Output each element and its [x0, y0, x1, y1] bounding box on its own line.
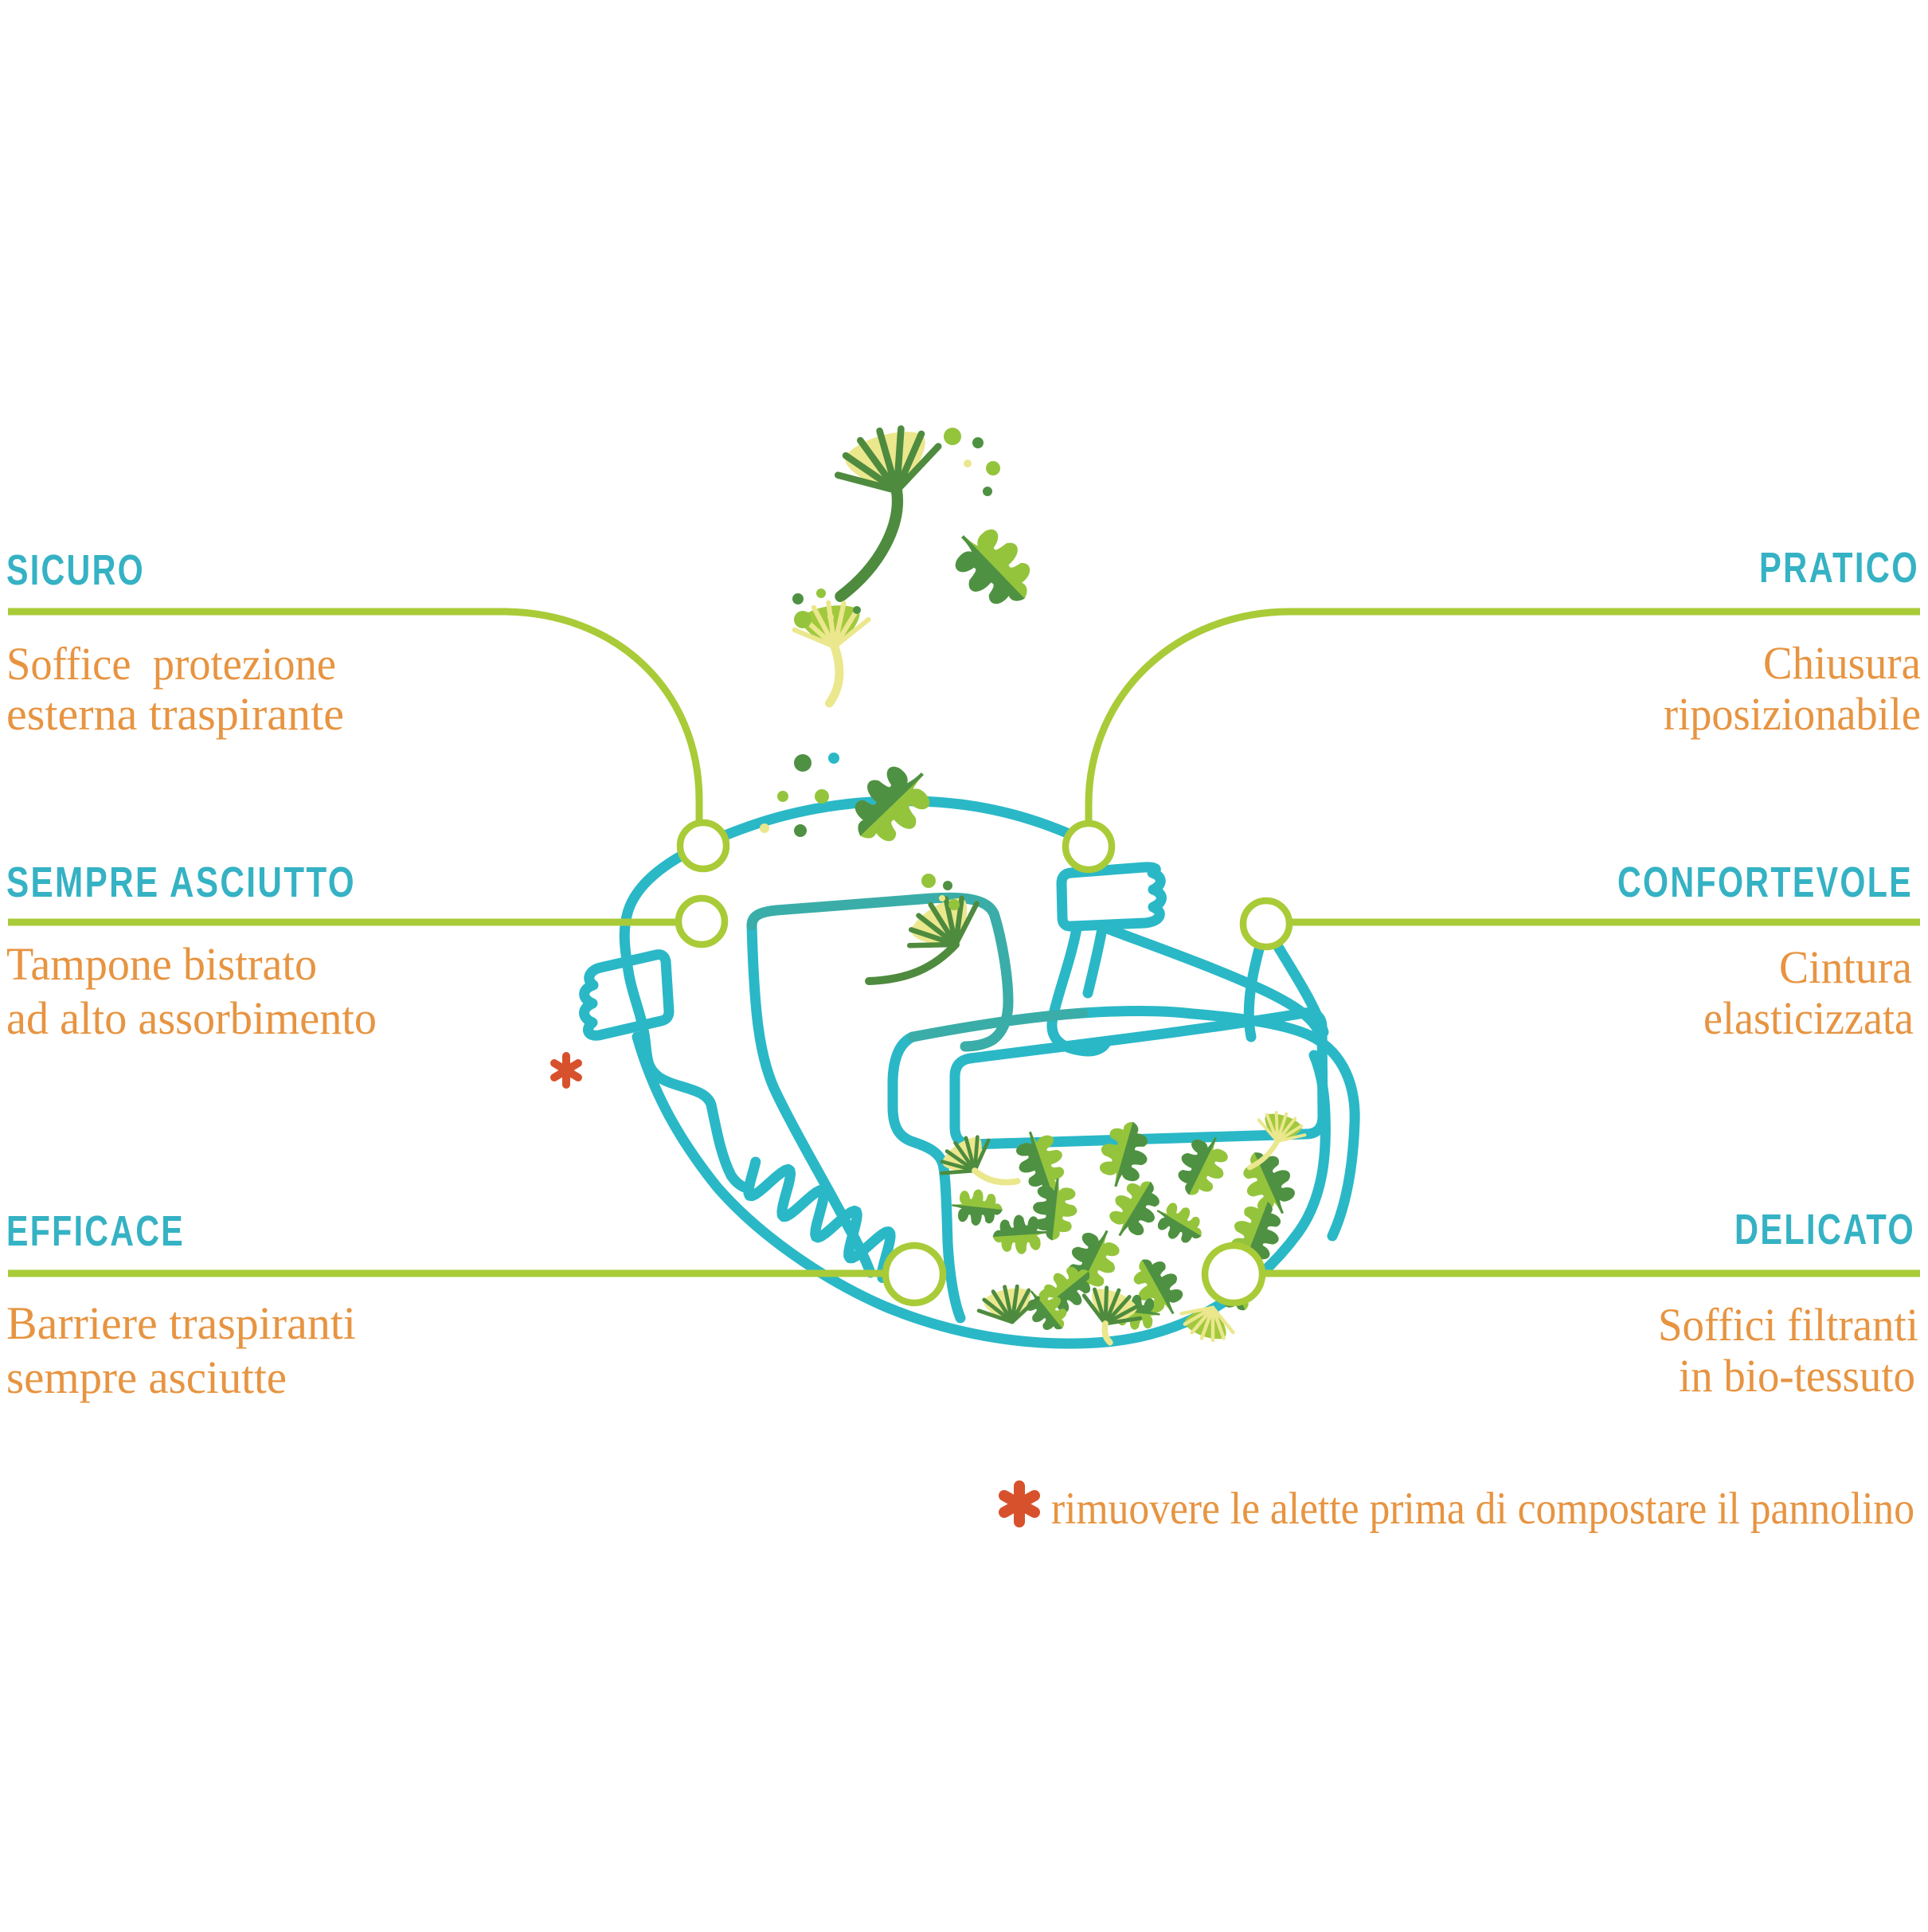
svg-text:DELICATO: DELICATO	[1734, 1206, 1915, 1253]
svg-text:Tampone bistrato: Tampone bistrato	[6, 938, 317, 990]
svg-text:SEMPRE ASCIUTTO: SEMPRE ASCIUTTO	[6, 858, 356, 906]
svg-text:SICURO: SICURO	[6, 546, 145, 594]
svg-text:CONFORTEVOLE: CONFORTEVOLE	[1617, 858, 1913, 906]
svg-text:in bio-tessuto: in bio-tessuto	[1679, 1350, 1915, 1402]
svg-text:EFFICACE: EFFICACE	[6, 1207, 185, 1255]
svg-text:esterna traspirante: esterna traspirante	[6, 688, 344, 740]
svg-text:Soffice protezione: Soffice protezione	[6, 638, 336, 690]
svg-text:Soffici filtranti: Soffici filtranti	[1658, 1299, 1918, 1351]
svg-text:rimuovere le alette prima di c: rimuovere le alette prima di compostare …	[1051, 1484, 1914, 1534]
svg-text:Barriere traspiranti: Barriere traspiranti	[6, 1297, 356, 1349]
svg-text:riposizionabile: riposizionabile	[1664, 688, 1921, 740]
svg-text:ad alto assorbimento: ad alto assorbimento	[6, 992, 377, 1044]
svg-text:PRATICO: PRATICO	[1759, 544, 1919, 592]
svg-text:elasticizzata: elasticizzata	[1703, 992, 1914, 1044]
svg-text:Chiusura: Chiusura	[1763, 637, 1921, 689]
svg-text:sempre asciutte: sempre asciutte	[6, 1351, 287, 1403]
svg-text:Cintura: Cintura	[1779, 941, 1912, 993]
